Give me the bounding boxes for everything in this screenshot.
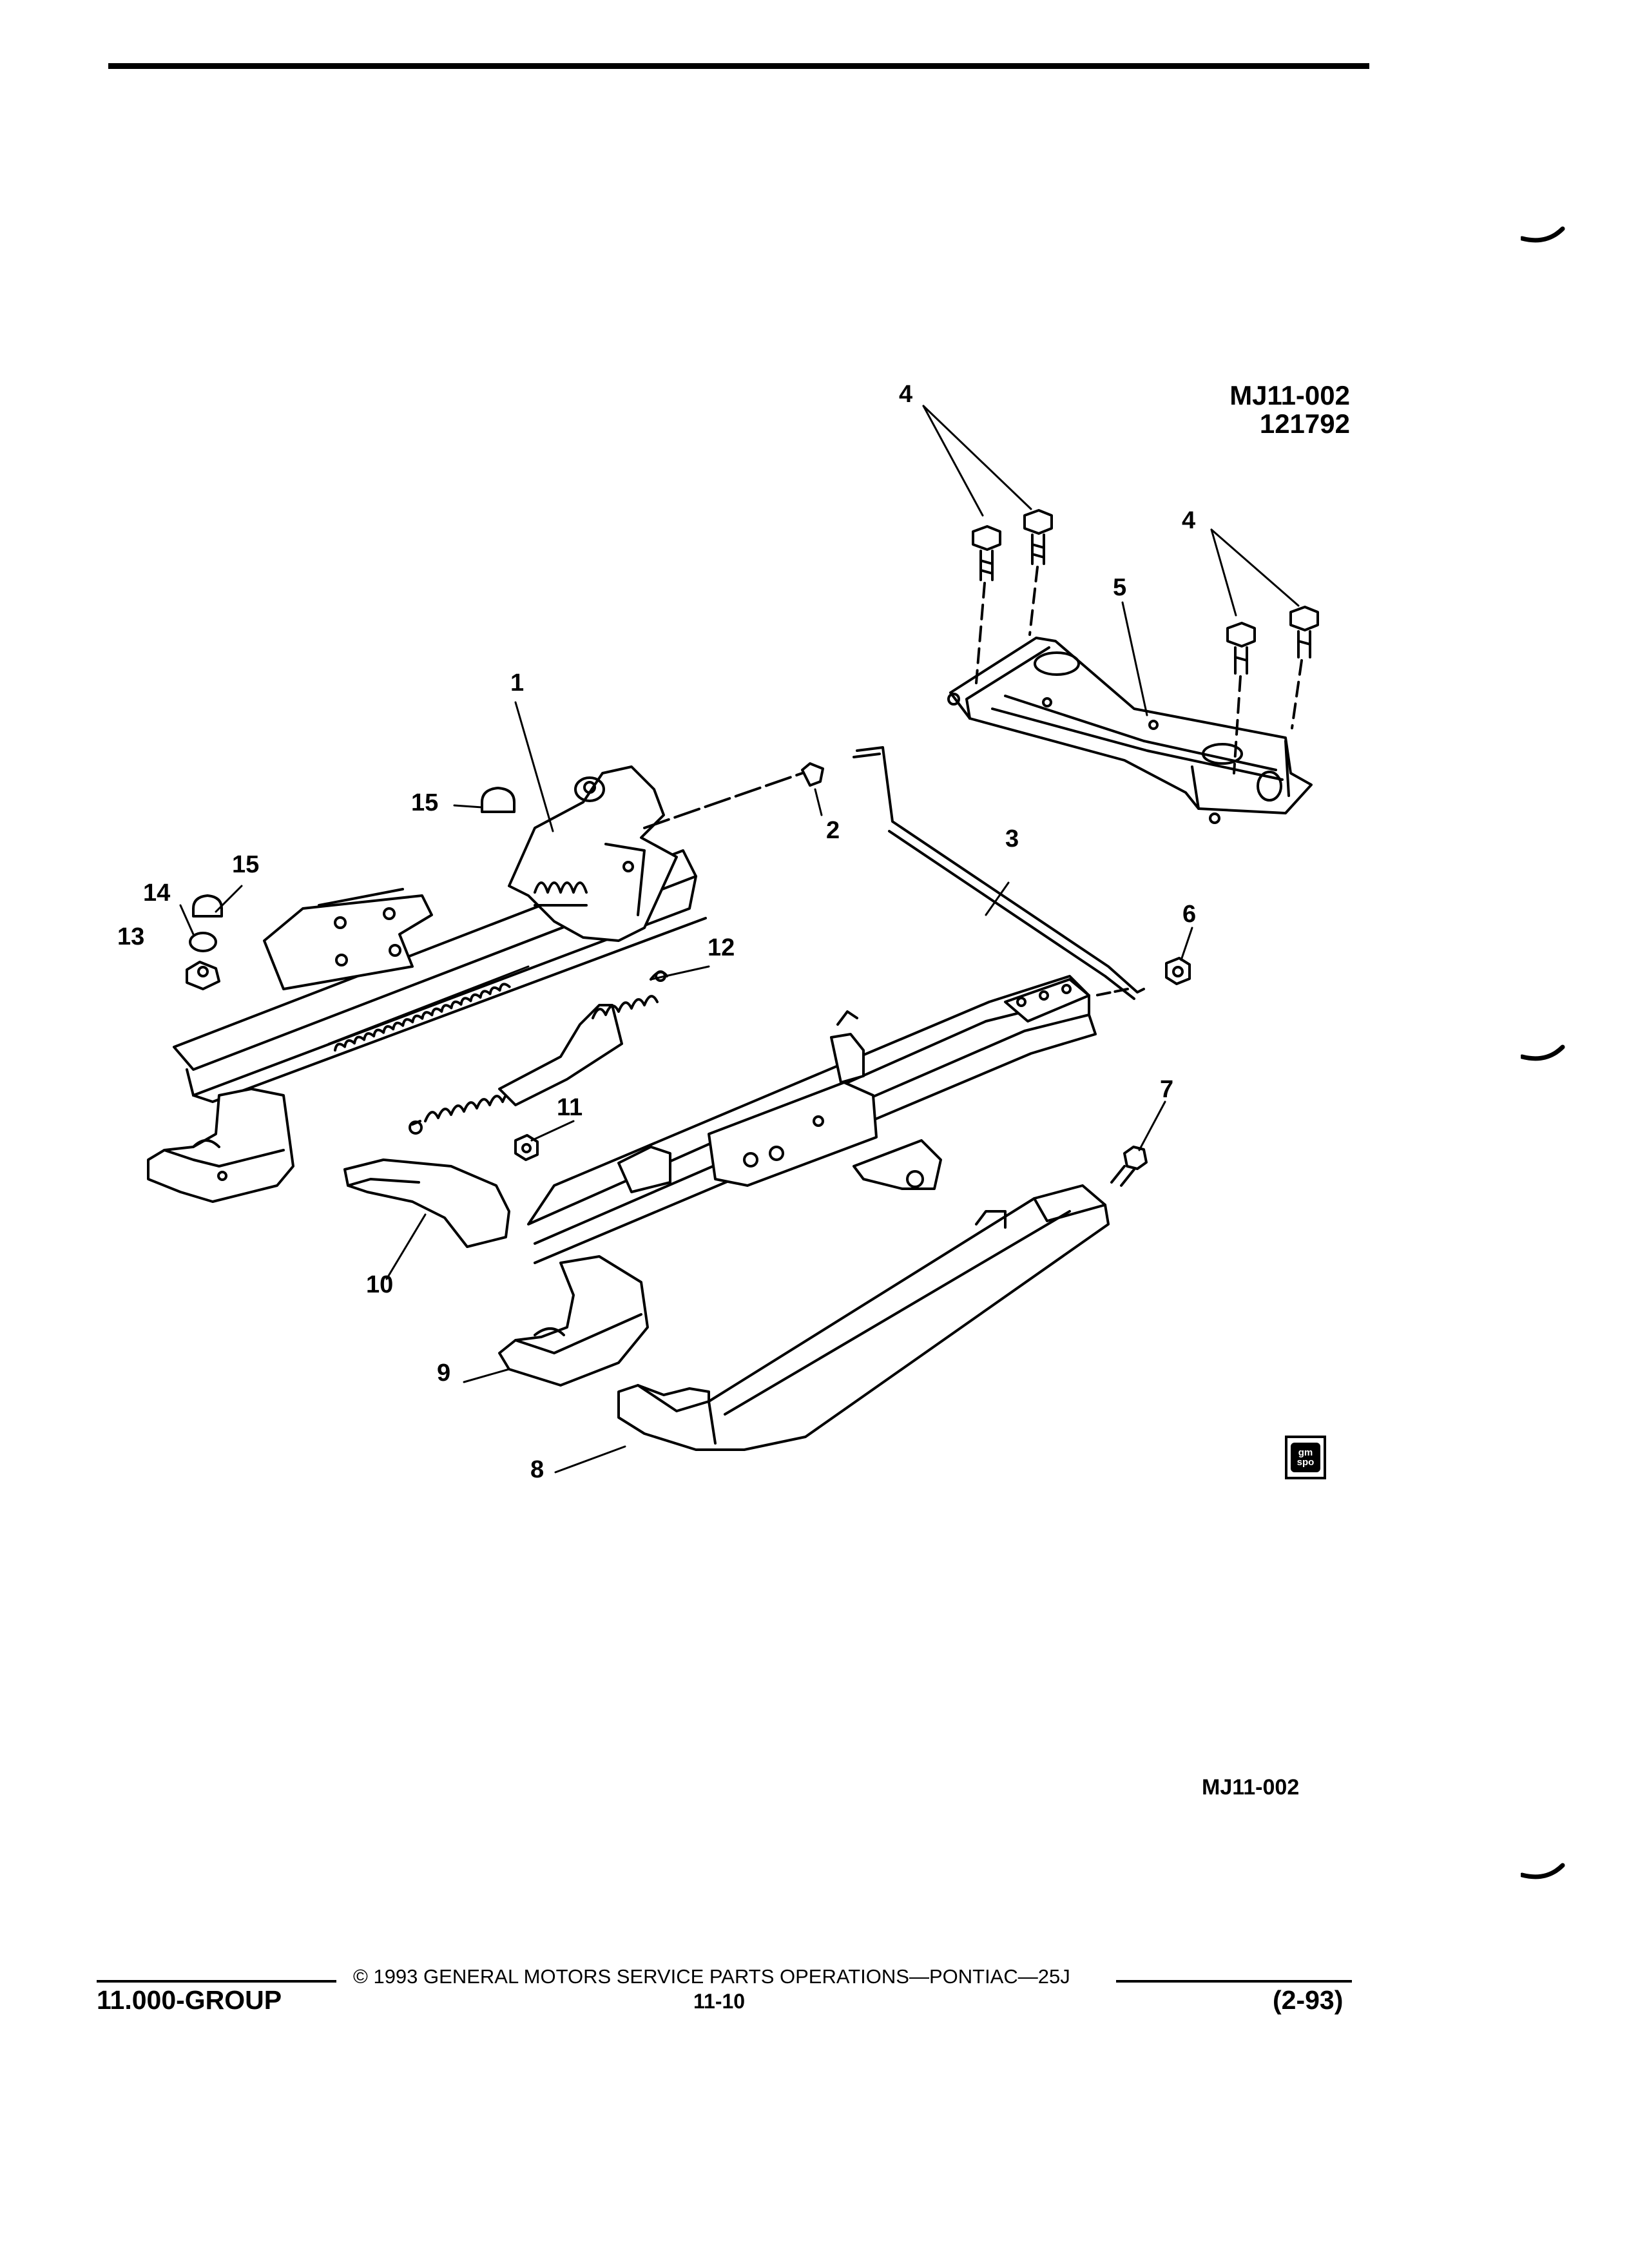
bolt-icon — [972, 525, 1001, 581]
footer-rule-right — [1116, 1980, 1352, 1983]
callout-1: 1 — [510, 669, 525, 697]
leader-lines — [179, 405, 1300, 1474]
revision-date: (2-93) — [1273, 1985, 1344, 2015]
top-rule — [108, 63, 1369, 69]
part-small-hardware — [186, 787, 516, 990]
figure-id: MJ11-002 — [1202, 1775, 1300, 1800]
gm-spo-logo: gm spo — [1285, 1436, 1326, 1479]
callout-15a: 15 — [411, 789, 439, 816]
callout-8: 8 — [530, 1456, 545, 1483]
group-label: 11.000-GROUP — [97, 1985, 282, 2015]
part-wire-clip — [801, 762, 824, 787]
callout-12: 12 — [708, 934, 735, 961]
callout-2: 2 — [826, 817, 840, 844]
part-seat-adjuster-right — [498, 975, 1097, 1387]
part-bolt-7 — [1110, 1146, 1148, 1187]
callout-5: 5 — [1113, 574, 1127, 601]
callout-13: 13 — [117, 923, 145, 950]
callout-9: 9 — [437, 1360, 451, 1387]
callout-10: 10 — [366, 1271, 394, 1298]
figure-reference: MJ11-002 121792 — [1195, 381, 1350, 438]
part-cover-front — [343, 1158, 510, 1248]
bolt-icon — [1289, 606, 1319, 658]
callout-4b: 4 — [1182, 507, 1196, 534]
part-nut-11 — [514, 1134, 539, 1161]
copyright-line: © 1993 GENERAL MOTORS SERVICE PARTS OPER… — [353, 1965, 1070, 1988]
binder-mark-icon — [1521, 1863, 1565, 1879]
bolt-icon — [1023, 509, 1053, 565]
callout-11: 11 — [557, 1094, 583, 1121]
callout-14: 14 — [143, 879, 171, 907]
page-number: 11-10 — [693, 1990, 746, 2013]
part-cover-outer — [617, 1184, 1110, 1451]
figure-ref-code: MJ11-002 — [1229, 380, 1350, 410]
callout-4a: 4 — [899, 381, 913, 408]
footer-rule-left — [97, 1980, 336, 1983]
part-nut — [1165, 957, 1191, 985]
callout-3: 3 — [1005, 825, 1019, 852]
callout-6: 6 — [1182, 901, 1197, 928]
part-spring — [409, 970, 668, 1135]
binder-mark-icon — [1521, 226, 1565, 243]
part-bolts — [972, 509, 1319, 774]
part-bracket — [947, 637, 1313, 824]
callout-7: 7 — [1160, 1076, 1174, 1103]
bolt-icon — [1226, 622, 1256, 675]
binder-mark-icon — [1521, 1044, 1565, 1061]
logo-line-2: spo — [1296, 1457, 1315, 1468]
part-seat-adjuster-left — [147, 765, 707, 1203]
logo-line-1: gm — [1298, 1447, 1313, 1458]
figure-ref-date: 121792 — [1259, 408, 1350, 439]
callout-15b: 15 — [232, 851, 260, 878]
